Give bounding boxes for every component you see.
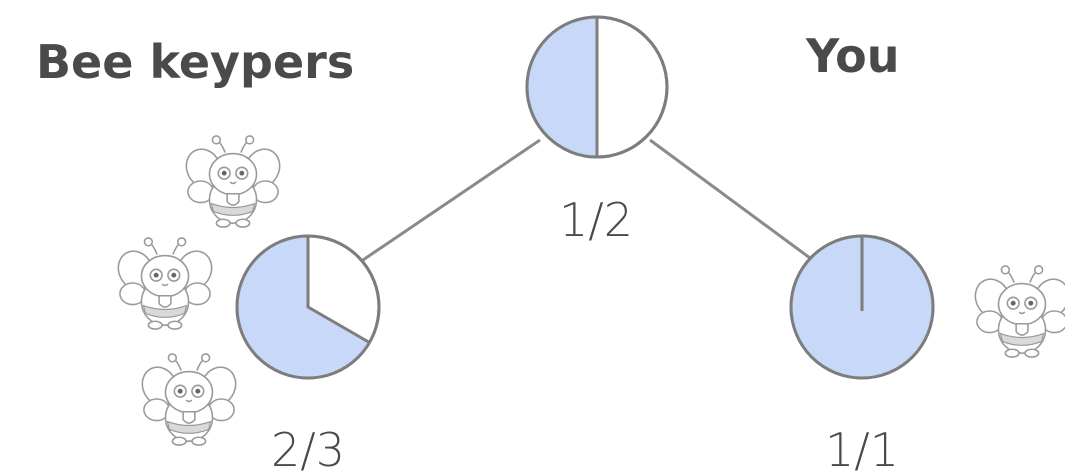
- pie-divider: [306, 236, 371, 344]
- fraction-right: 1/1: [825, 423, 899, 472]
- fraction-left: 2/3: [271, 423, 345, 472]
- heading-you: You: [805, 29, 899, 83]
- pie-root: [525, 15, 669, 159]
- edge-root-left: [359, 138, 541, 264]
- pie-right: [789, 234, 935, 380]
- bee-icon: [968, 265, 1065, 358]
- bee-icon: [111, 237, 219, 330]
- pie-left: [235, 234, 381, 380]
- fraction-root: 1/2: [559, 193, 633, 247]
- pie-filled-sector: [236, 236, 370, 378]
- bee-icon: [135, 353, 243, 446]
- bee-icon: [179, 135, 287, 228]
- pie-filled-sector: [527, 17, 597, 157]
- edge-root-right: [649, 138, 811, 260]
- heading-bee-keepers: Bee keypers: [36, 35, 354, 89]
